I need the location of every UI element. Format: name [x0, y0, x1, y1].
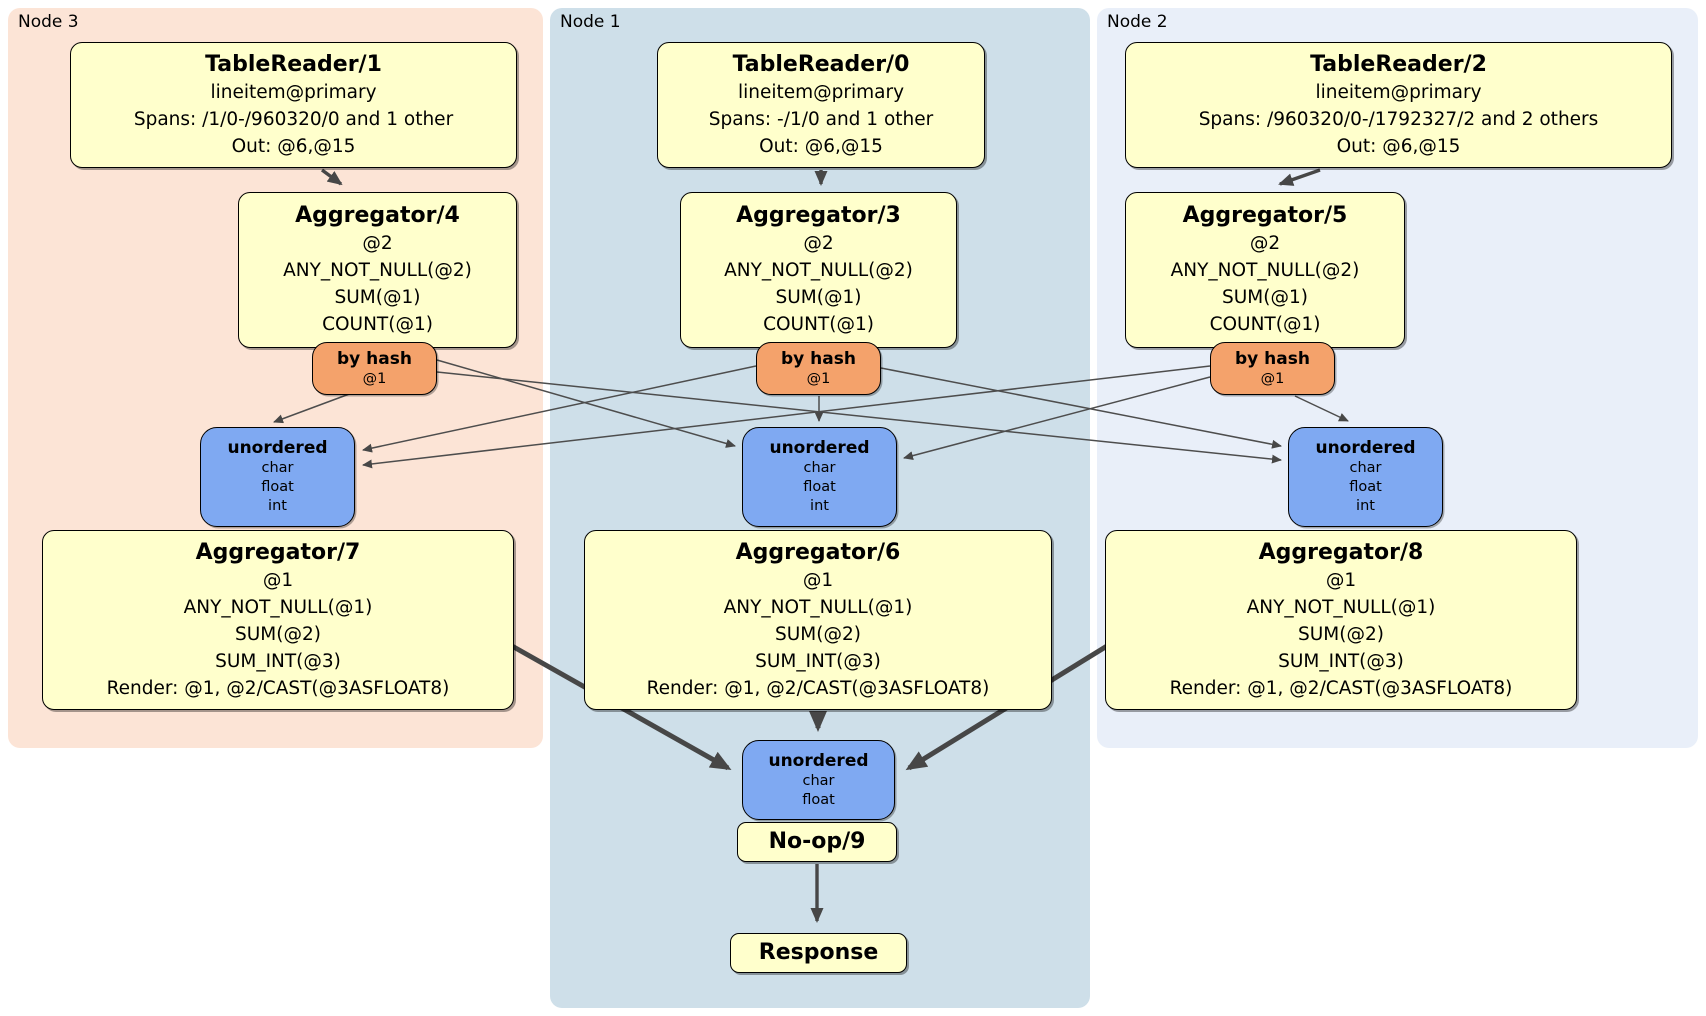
- operator-line: ANY_NOT_NULL(@1): [723, 596, 913, 618]
- noop-operator: No-op/9: [737, 822, 897, 862]
- operator-line: ANY_NOT_NULL(@1): [183, 596, 373, 618]
- operator-line: COUNT(@1): [322, 314, 433, 335]
- node2-table-reader: TableReader/2 lineitem@primary Spans: /9…: [1125, 42, 1672, 168]
- operator-line: SUM(@1): [1222, 287, 1308, 308]
- sync-line: float: [261, 479, 294, 495]
- node2-aggregator-top: Aggregator/5 @2 ANY_NOT_NULL(@2) SUM(@1)…: [1125, 192, 1405, 348]
- sync-line: char: [802, 772, 835, 789]
- operator-line: SUM_INT(@3): [755, 650, 881, 672]
- operator-title: Aggregator/4: [295, 203, 460, 228]
- sync-title: unordered: [1315, 438, 1416, 458]
- operator-line: SUM(@1): [775, 287, 862, 308]
- operator-title: Aggregator/3: [736, 203, 901, 228]
- operator-title: Aggregator/7: [195, 539, 361, 565]
- operator-line: SUM(@2): [775, 623, 861, 645]
- router-title: by hash: [337, 348, 412, 369]
- router-subtitle: @1: [1260, 370, 1285, 387]
- node3-aggregator-bottom: Aggregator/7 @1 ANY_NOT_NULL(@1) SUM(@2)…: [42, 530, 514, 710]
- node1-aggregator-top: Aggregator/3 @2 ANY_NOT_NULL(@2) SUM(@1)…: [680, 192, 957, 348]
- final-unordered-sync: unordered char float: [742, 740, 895, 820]
- operator-title: TableReader/2: [1310, 51, 1487, 77]
- sync-line: float: [1349, 479, 1382, 495]
- node3-label: Node 3: [18, 12, 79, 32]
- router-subtitle: @1: [806, 370, 831, 387]
- sync-line: int: [268, 498, 287, 514]
- operator-title: TableReader/1: [205, 51, 382, 77]
- operator-line: SUM_INT(@3): [1278, 650, 1404, 672]
- operator-line: Render: @1, @2/CAST(@3ASFLOAT8): [646, 677, 990, 699]
- operator-line: @2: [803, 233, 834, 254]
- node3-hash-router: by hash @1: [312, 342, 437, 395]
- response-operator: Response: [730, 933, 907, 973]
- operator-line: ANY_NOT_NULL(@2): [1170, 260, 1360, 281]
- router-title: by hash: [1235, 348, 1310, 369]
- operator-line: @1: [262, 569, 294, 591]
- operator-line: Render: @1, @2/CAST(@3ASFLOAT8): [1169, 677, 1513, 699]
- operator-title: Aggregator/8: [1258, 539, 1424, 565]
- operator-line: SUM(@2): [235, 623, 321, 645]
- operator-line: SUM_INT(@3): [215, 650, 341, 672]
- operator-line: SUM(@2): [1298, 623, 1384, 645]
- sync-line: char: [803, 460, 836, 476]
- operator-line: Out: @6,@15: [231, 135, 356, 157]
- operator-line: COUNT(@1): [763, 314, 874, 335]
- operator-line: lineitem@primary: [737, 81, 905, 103]
- operator-line: SUM(@1): [334, 287, 421, 308]
- node2-aggregator-bottom: Aggregator/8 @1 ANY_NOT_NULL(@1) SUM(@2)…: [1105, 530, 1577, 710]
- sync-title: unordered: [769, 438, 870, 458]
- sync-title: unordered: [227, 438, 328, 458]
- operator-title: No-op/9: [768, 829, 866, 854]
- node1-table-reader: TableReader/0 lineitem@primary Spans: -/…: [657, 42, 985, 168]
- operator-line: ANY_NOT_NULL(@1): [1246, 596, 1436, 618]
- operator-line: Out: @6,@15: [759, 135, 883, 157]
- node3-unordered-sync: unordered char float int: [200, 427, 355, 527]
- operator-line: Render: @1, @2/CAST(@3ASFLOAT8): [106, 677, 450, 699]
- operator-line: @2: [1249, 233, 1281, 254]
- operator-title: Aggregator/5: [1182, 203, 1348, 228]
- operator-line: ANY_NOT_NULL(@2): [724, 260, 913, 281]
- sync-line: char: [1349, 460, 1382, 476]
- operator-line: @1: [802, 569, 834, 591]
- operator-line: @2: [362, 233, 393, 254]
- operator-line: ANY_NOT_NULL(@2): [283, 260, 472, 281]
- operator-line: Spans: /960320/0-/1792327/2 and 2 others: [1198, 108, 1599, 130]
- sync-line: int: [1356, 498, 1375, 514]
- router-subtitle: @1: [362, 370, 387, 387]
- operator-line: Out: @6,@15: [1336, 135, 1461, 157]
- operator-line: @1: [1325, 569, 1357, 591]
- operator-title: Response: [758, 940, 879, 965]
- router-title: by hash: [781, 348, 856, 369]
- operator-title: Aggregator/6: [735, 539, 901, 565]
- operator-line: COUNT(@1): [1209, 314, 1321, 335]
- node1-label: Node 1: [560, 12, 621, 32]
- operator-line: lineitem@primary: [1315, 81, 1482, 103]
- sync-line: int: [810, 498, 829, 514]
- node2-hash-router: by hash @1: [1210, 342, 1335, 395]
- node3-table-reader: TableReader/1 lineitem@primary Spans: /1…: [70, 42, 517, 168]
- operator-line: lineitem@primary: [210, 81, 377, 103]
- operator-line: Spans: -/1/0 and 1 other: [708, 108, 934, 130]
- sync-line: float: [802, 791, 835, 808]
- operator-title: TableReader/0: [732, 51, 910, 77]
- sync-line: float: [803, 479, 836, 495]
- node2-label: Node 2: [1107, 12, 1168, 32]
- operator-line: Spans: /1/0-/960320/0 and 1 other: [133, 108, 454, 130]
- node1-aggregator-bottom: Aggregator/6 @1 ANY_NOT_NULL(@1) SUM(@2)…: [584, 530, 1052, 710]
- node1-unordered-sync: unordered char float int: [742, 427, 897, 527]
- node3-aggregator-top: Aggregator/4 @2 ANY_NOT_NULL(@2) SUM(@1)…: [238, 192, 517, 348]
- node2-unordered-sync: unordered char float int: [1288, 427, 1443, 527]
- sync-line: char: [261, 460, 294, 476]
- sync-title: unordered: [768, 750, 869, 771]
- node1-hash-router: by hash @1: [756, 342, 881, 395]
